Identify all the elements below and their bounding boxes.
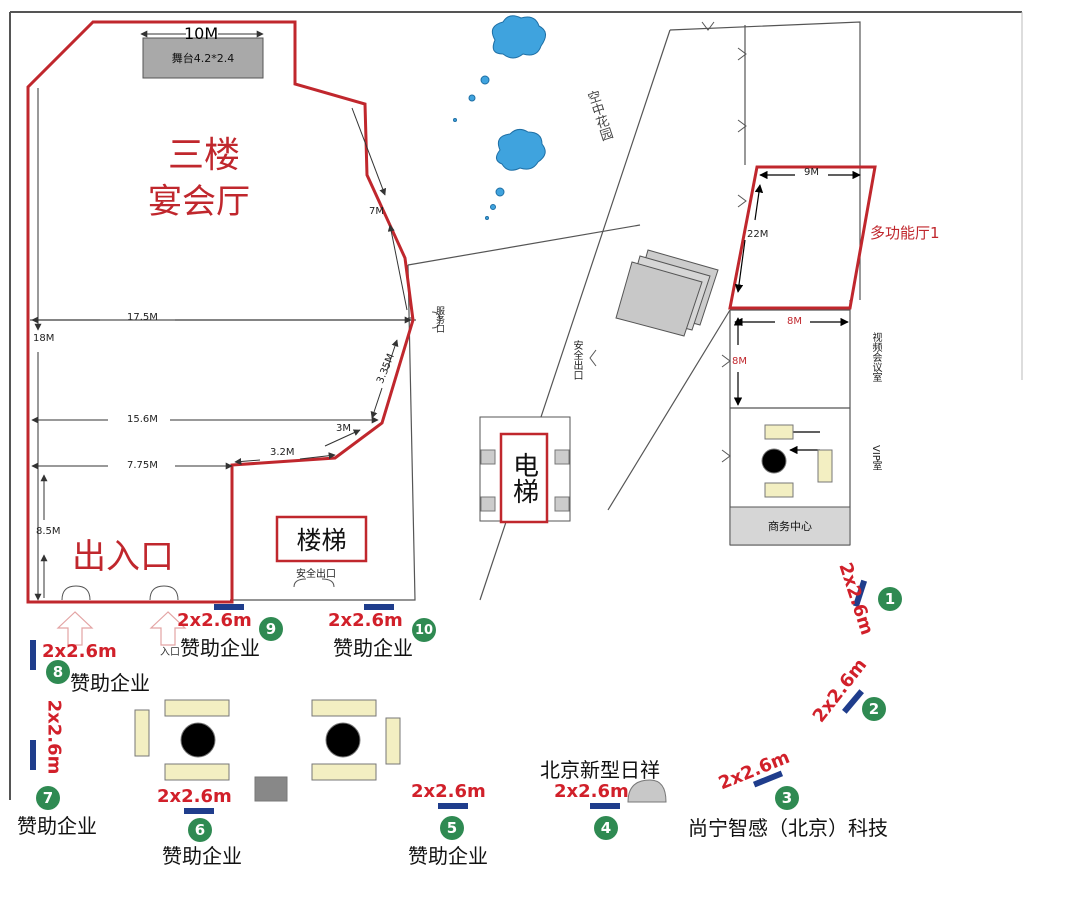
multi-hall-label: 多功能厅1 [870, 224, 940, 242]
booth-7-sponsor: 赞助企业 [17, 814, 97, 838]
meeting-dim-w: 8M [787, 316, 802, 327]
booth-9-badge: 9 [259, 617, 283, 641]
stage-width-label: 10M [184, 24, 219, 43]
banquet-hall-outline [26, 20, 415, 604]
booth-10-marker [364, 604, 394, 610]
dim-3m: 3M [336, 423, 351, 434]
stairs-label: 楼梯 [296, 526, 347, 555]
sheet-stack [615, 249, 719, 337]
booth-6-sponsor: 赞助企业 [162, 844, 242, 868]
meeting-room-label: 视频会议室 [870, 332, 881, 382]
entrance-arrows [56, 611, 187, 646]
booth-3-sponsor: 尚宁智感（北京）科技 [688, 816, 888, 840]
booth-9-size: 2x2.6m [177, 610, 252, 631]
hall-title-line1: 三楼 [168, 135, 241, 176]
safety-exit-label: 安全出口 [296, 569, 336, 580]
stage-label: 舞台4.2*2.4 [171, 52, 235, 65]
booth-10-size: 2x2.6m [328, 610, 403, 631]
hall-title-line2: 宴会厅 [148, 182, 250, 222]
booth-4-marker [590, 803, 620, 809]
booth-4-badge: 4 [594, 816, 618, 840]
entrance-label: 出入口 [72, 537, 174, 577]
business-center-label: 商务中心 [768, 520, 812, 533]
booth-6-badge: 6 [188, 818, 212, 842]
booth-5-size: 2x2.6m [411, 781, 486, 802]
business-center-box [729, 506, 851, 546]
multi-hall-dim-top: 9M [804, 167, 819, 178]
dimension-lines [31, 30, 412, 601]
room-arrows [733, 170, 861, 455]
booth-8-sponsor: 赞助企业 [70, 671, 150, 695]
dim-3-2m: 3.2M [270, 447, 295, 458]
booth-3-badge: 3 [775, 786, 799, 810]
booth-7-size: 2x2.6m [43, 699, 65, 775]
lounge-furniture [134, 424, 833, 803]
booth-9-sponsor: 赞助企业 [180, 636, 260, 660]
multi-hall-outline [728, 165, 877, 310]
stairs-box [275, 515, 368, 563]
dim-7m: 7M [369, 206, 384, 217]
booth-6-marker [184, 808, 214, 814]
elevator-label: 电梯 [508, 452, 539, 504]
booth-4-sponsor: 北京新型日祥 [540, 758, 660, 782]
multi-hall-dim-side: 22M [747, 229, 769, 240]
meeting-dim-h: 8M [732, 356, 747, 367]
stage-box [142, 37, 264, 79]
entrance-small-label: 入口 [160, 647, 180, 658]
booth-1-badge: 1 [878, 587, 902, 611]
booth-7-marker [30, 740, 36, 770]
booth-7-badge: 7 [36, 786, 60, 810]
elevator-box [499, 432, 549, 524]
booth-8-marker [30, 640, 36, 670]
booth-5-marker [438, 803, 468, 809]
corridor-exit-label: 安全出口 [571, 340, 582, 380]
dim-7-75m: 7.75M [127, 460, 158, 471]
doors [61, 21, 747, 601]
dim-18m: 18M [33, 333, 55, 344]
dim-15-6m: 15.6M [127, 414, 158, 425]
booth-9-marker [214, 604, 244, 610]
booth-8-size: 2x2.6m [42, 641, 117, 662]
booth-8-badge: 8 [46, 660, 70, 684]
booth-4-size: 2x2.6m [554, 781, 629, 802]
dim-8-5m: 8.5M [36, 526, 61, 537]
booth-5-badge: 5 [440, 816, 464, 840]
garden-clouds [453, 15, 546, 220]
booth-10-sponsor: 赞助企业 [333, 636, 413, 660]
booth-2-badge: 2 [862, 697, 886, 721]
service-door-label: 服务口 [434, 306, 444, 333]
booth-6-size: 2x2.6m [157, 786, 232, 807]
dim-17-5m: 17.5M [127, 312, 158, 323]
vip-room-label: VIP室 [870, 445, 881, 471]
booth-5-sponsor: 赞助企业 [408, 844, 488, 868]
booth-10-badge: 10 [412, 618, 436, 642]
